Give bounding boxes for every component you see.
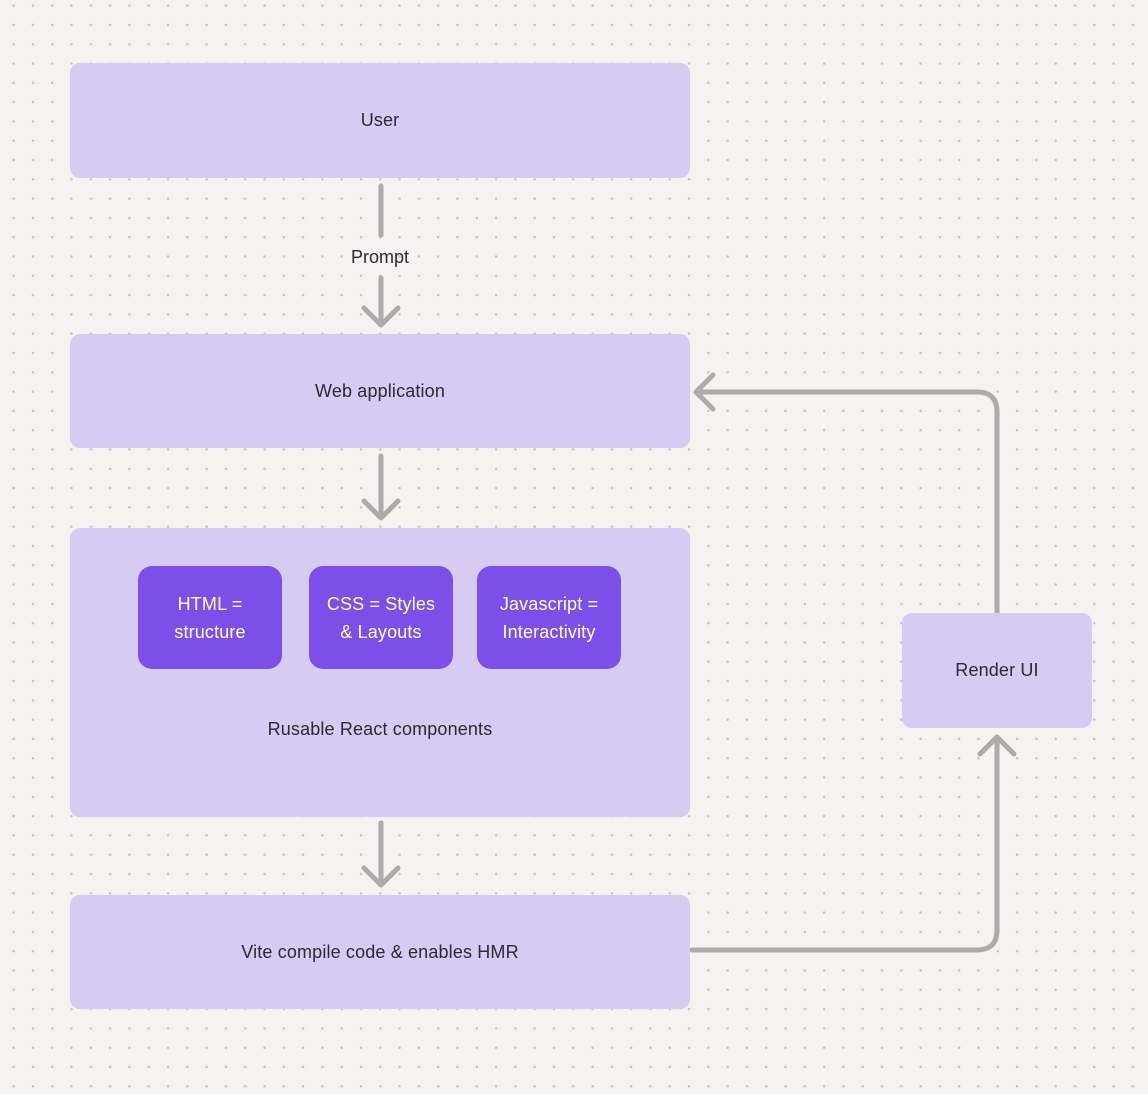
chip-js-line-2: Interactivity	[502, 621, 596, 642]
edge-prompt-label: Prompt	[350, 247, 410, 267]
node-vite-compile-label: Vite compile code & enables HMR	[241, 941, 519, 962]
node-web-application-label: Web application	[315, 380, 445, 401]
node-user-label: User	[360, 110, 400, 130]
chip-css-line-2: & Layouts	[340, 621, 422, 642]
edge-components-to-vite-arrow	[361, 820, 401, 888]
chip-html-structure[interactable]: HTML = structure	[138, 566, 282, 669]
edge-render-to-web-arrow	[693, 372, 1000, 615]
node-react-components-label: Rusable React components	[267, 719, 493, 739]
node-vite-compile[interactable]: Vite compile code & enables HMR	[70, 895, 690, 1009]
node-web-application[interactable]: Web application	[70, 334, 690, 448]
chip-html-line-2: structure	[174, 621, 246, 642]
node-user[interactable]: User	[70, 63, 690, 178]
chip-css-styles[interactable]: CSS = Styles & Layouts	[309, 566, 453, 669]
edge-prompt-to-web-arrow	[361, 275, 401, 328]
chip-javascript-interactivity[interactable]: Javascript = Interactivity	[477, 566, 621, 669]
node-react-components-group[interactable]: HTML = structure CSS = Styles & Layouts …	[70, 528, 690, 817]
chip-js-line-1: Javascript =	[499, 593, 599, 614]
chip-css-line-1: CSS = Styles	[326, 593, 436, 614]
edge-vite-to-render-arrow	[689, 734, 1017, 953]
node-render-ui-label: Render UI	[955, 660, 1039, 680]
chip-html-line-1: HTML =	[177, 593, 243, 614]
node-render-ui[interactable]: Render UI	[902, 613, 1092, 728]
edge-web-to-components-arrow	[361, 453, 401, 521]
